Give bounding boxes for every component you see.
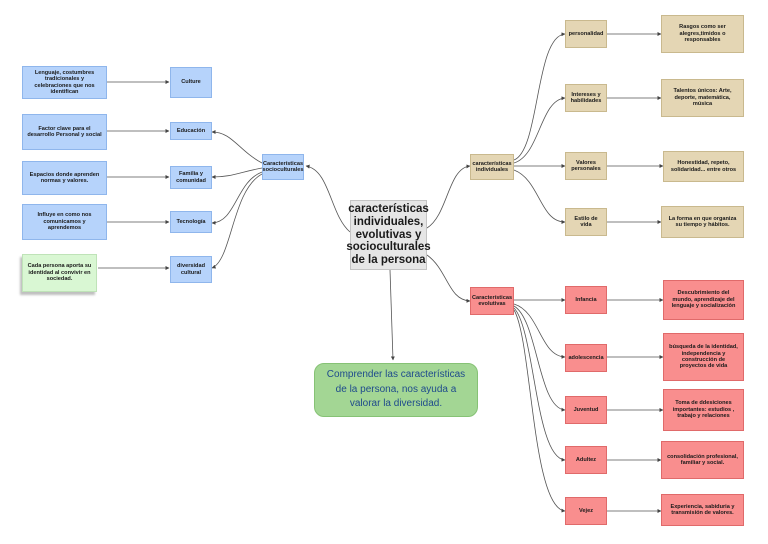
link-socio-familia [211, 167, 263, 179]
evolutiva-title[interactable]: Características evolutivas [470, 287, 514, 315]
center-topic[interactable]: características individuales, evolutivas… [346, 200, 431, 270]
adolescencia-desc[interactable]: búsqueda de la identidad, independencia … [663, 333, 744, 381]
link-socio-educacion [211, 130, 263, 164]
link-center-sociocultural [305, 164, 351, 233]
intereses-label[interactable]: Intereses y habilidades [565, 84, 607, 112]
educacion-label[interactable]: Educación [170, 122, 212, 140]
intereses-desc[interactable]: Talentos únicos: Arte, deporte, matemáti… [661, 79, 744, 117]
link-center-evolutiva [426, 254, 471, 303]
link-evo-adultez [513, 307, 566, 462]
conclusion-box[interactable]: Comprender las características de la per… [314, 363, 478, 417]
link-ind-intereses [513, 96, 566, 164]
link-socio-tecnologia [211, 171, 263, 225]
sociocultural-title[interactable]: Características socioculturales [262, 154, 304, 180]
link-ind-personalidad [513, 32, 566, 161]
personalidad-label[interactable]: personalidad [565, 20, 607, 48]
link-socio-diversidad [211, 173, 263, 269]
adultez-label[interactable]: Adultez [565, 446, 607, 474]
link-ind-estilo [513, 169, 566, 224]
estilo-desc[interactable]: La forma en que organiza su tiempo y háb… [661, 206, 744, 238]
valores-label[interactable]: Valores personales [565, 152, 607, 180]
vejez-desc[interactable]: Experiencia, sabiduria y transmisión de … [661, 494, 744, 526]
link-evo-juventud [513, 305, 566, 412]
familia-desc[interactable]: Espacios donde aprenden normas y valores… [22, 161, 107, 195]
diversidad-note[interactable]: Cada persona aporta su identidad al conv… [22, 254, 97, 292]
estilo-label[interactable]: Estilo de vida [565, 208, 607, 236]
adolescencia-label[interactable]: adolescencia [565, 344, 607, 372]
personalidad-desc[interactable]: Rasgos como ser alegres,timidos o respon… [661, 15, 744, 53]
vejez-label[interactable]: Vejez [565, 497, 607, 525]
culture-label[interactable]: Culture [170, 67, 212, 98]
tecnologia-desc[interactable]: Influye en como nos comunicamos y aprend… [22, 204, 107, 240]
valores-desc[interactable]: Honestidad, repeto, solidaridad... entre… [663, 151, 744, 182]
infancia-desc[interactable]: Descubrimiento del mundo, aprendizaje de… [663, 280, 744, 320]
link-center-individual [426, 164, 471, 229]
tecnologia-label[interactable]: Tecnología [170, 211, 212, 233]
infancia-label[interactable]: Infancia [565, 286, 607, 314]
culture-desc[interactable]: Lenguaje, costumbres tradicionales y cel… [22, 66, 107, 99]
familia-label[interactable]: Familia y comunidad [170, 166, 212, 189]
adultez-desc[interactable]: consolidación profesional, familiar y so… [661, 441, 744, 479]
link-evo-adolescencia [513, 303, 566, 359]
individual-title[interactable]: características individuales [470, 154, 514, 180]
link-center-conclusion [389, 269, 395, 361]
educacion-desc[interactable]: Factor clave para el desarrollo Personal… [22, 114, 107, 150]
link-evo-vejez [513, 309, 566, 513]
diversidad-label[interactable]: diversidad cultural [170, 256, 212, 283]
juventud-label[interactable]: Juventud [565, 396, 607, 424]
juventud-desc[interactable]: Toma de ddesiciones importantes: estudio… [663, 389, 744, 431]
